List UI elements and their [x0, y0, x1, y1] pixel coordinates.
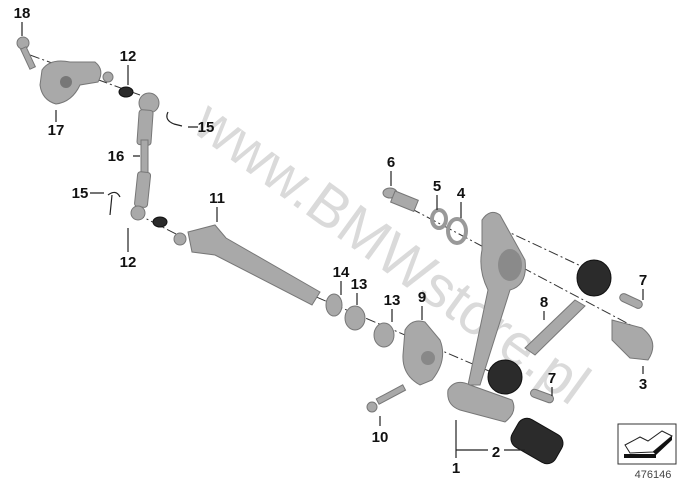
callout-4: 4	[457, 185, 466, 202]
clip-15	[166, 111, 183, 127]
bracket-17	[39, 60, 114, 105]
pivot-bolt-3	[611, 319, 654, 361]
callout-14: 14	[333, 264, 350, 281]
bushing-13	[373, 322, 395, 348]
washer-12	[152, 216, 168, 228]
arrow-direction-icon	[617, 423, 677, 465]
washer-14	[325, 293, 343, 317]
linkage-rod-16	[130, 92, 160, 221]
linkage-rod-8	[487, 259, 612, 395]
foot-peg-rubber-2	[510, 417, 564, 465]
callout-2: 2	[492, 444, 500, 461]
pin-7	[619, 293, 643, 309]
callout-10: 10	[372, 429, 389, 446]
document-number: 476146	[635, 469, 672, 481]
clip-15	[107, 191, 121, 216]
callout-7: 7	[639, 272, 647, 289]
washer-5	[430, 208, 448, 230]
callout-16: 16	[108, 148, 125, 165]
shift-lever-1	[447, 211, 526, 423]
bushing-13	[344, 305, 366, 331]
callout-13: 13	[351, 276, 368, 293]
callout-15: 15	[198, 119, 215, 136]
callout-6: 6	[387, 154, 395, 171]
callout-8: 8	[540, 294, 548, 311]
callout-1: 1	[452, 460, 460, 477]
bolt-10	[366, 384, 407, 413]
clamp-lever-9	[402, 320, 444, 386]
washer-12	[118, 86, 134, 98]
callout-17: 17	[48, 122, 65, 139]
callout-11: 11	[209, 190, 225, 207]
shift-shaft-11	[173, 224, 321, 306]
leader-lines	[21, 22, 644, 458]
washer-4	[446, 217, 468, 245]
callout-13: 13	[384, 292, 401, 309]
callout-18: 18	[14, 5, 31, 22]
callout-9: 9	[418, 289, 426, 306]
callout-12: 12	[120, 254, 137, 271]
callout-7: 7	[548, 370, 556, 387]
callout-5: 5	[433, 178, 441, 195]
bolt-6	[382, 187, 419, 213]
callout-15: 15	[72, 185, 89, 202]
bolt-18	[16, 36, 37, 70]
callout-3: 3	[639, 376, 647, 393]
pin-7	[529, 388, 555, 404]
callout-12: 12	[120, 48, 137, 65]
